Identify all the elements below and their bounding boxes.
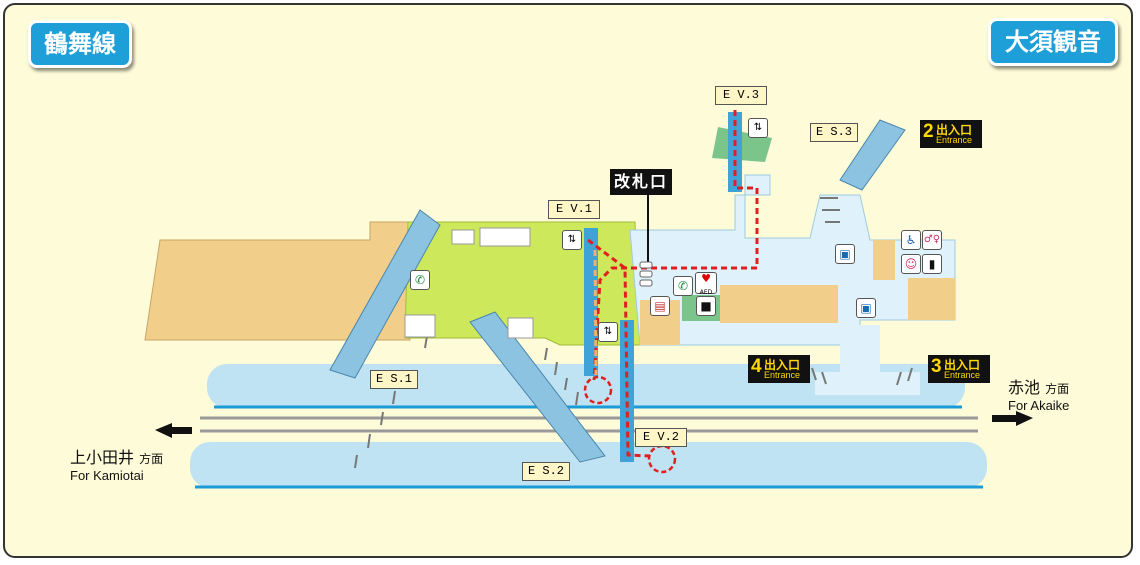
exit-2-number: 2	[923, 121, 934, 142]
exit-4-en: Entrance	[764, 370, 801, 380]
route-target-upper	[583, 375, 613, 405]
concourse-fixtures	[404, 227, 534, 339]
building-right-3	[873, 240, 895, 280]
station-office-icon: ■	[696, 296, 716, 316]
exit-3-badge: 3 出入口 Entrance	[928, 355, 990, 383]
exit-2-jp: 出入口	[936, 123, 973, 137]
exit-3-number: 3	[931, 356, 942, 377]
accessible-route	[587, 110, 759, 458]
ticket-machine-icon: ▣	[835, 244, 855, 264]
escalator-es3	[839, 119, 906, 191]
fare-adjustment-icon: ▤	[650, 296, 670, 316]
direction-akaike-jp: 赤池	[1008, 378, 1041, 397]
label-es2: E S.2	[522, 462, 570, 481]
exit-4-number: 4	[751, 356, 762, 377]
aed-icon: ♥AED	[695, 272, 717, 296]
ticket-gate-label: 改札口	[610, 169, 672, 195]
stair-markings	[354, 197, 913, 469]
label-es1: E S.1	[370, 370, 418, 389]
station-name-tag: 大須観音	[988, 18, 1118, 66]
wheelchair-icon: ♿	[901, 230, 921, 250]
route-alt	[593, 249, 598, 376]
restroom-icon: ♂♀	[922, 230, 942, 250]
direction-kamiotai-en: For Kamiotai	[70, 468, 144, 483]
exit-3-en: Entrance	[944, 370, 981, 380]
escalator-es1	[329, 209, 441, 379]
gate-turnstiles	[639, 261, 653, 287]
ticket-machine-icon: ▣	[856, 298, 876, 318]
exit-3-jp: 出入口	[944, 358, 981, 372]
building-right-2	[908, 278, 955, 320]
concourse-paid-area	[404, 221, 641, 346]
elevator-shaft-ev2	[620, 320, 634, 462]
direction-akaike: 赤池 方面 For Akaike	[1008, 374, 1069, 413]
label-ev3: E V.3	[715, 86, 767, 105]
direction-kamiotai: 上小田井 方面 For Kamiotai	[70, 444, 163, 483]
direction-kamiotai-sub: 方面	[139, 452, 164, 466]
label-ev1: E V.1	[548, 200, 600, 219]
exit-4-badge: 4 出入口 Entrance	[748, 355, 810, 383]
exit-4-jp: 出入口	[764, 358, 801, 372]
exit-2-en: Entrance	[936, 135, 973, 145]
elevator-icon: ⇅	[748, 118, 768, 138]
exit-stair-area	[815, 325, 920, 395]
label-ev2: E V.2	[635, 428, 687, 447]
arrow-left	[155, 423, 192, 438]
line-name-tag: 鶴舞線	[28, 20, 132, 68]
platform-lower	[190, 442, 987, 488]
elevator-icon: ⇅	[562, 230, 582, 250]
direction-akaike-en: For Akaike	[1008, 398, 1070, 413]
locker-icon: ▮	[922, 254, 942, 274]
direction-akaike-sub: 方面	[1045, 382, 1070, 396]
exit-2-badge: 2 出入口 Entrance	[920, 120, 982, 148]
baby-room-icon: ☺	[901, 254, 921, 274]
telephone-icon: ✆	[410, 270, 430, 290]
direction-kamiotai-jp: 上小田井	[70, 448, 135, 467]
label-es3: E S.3	[810, 123, 858, 142]
elevator-icon: ⇅	[598, 322, 618, 342]
telephone-icon: ✆	[673, 276, 693, 296]
arrow-right	[992, 411, 1033, 426]
escalator-es2	[469, 311, 606, 463]
building-right-1	[720, 285, 838, 323]
